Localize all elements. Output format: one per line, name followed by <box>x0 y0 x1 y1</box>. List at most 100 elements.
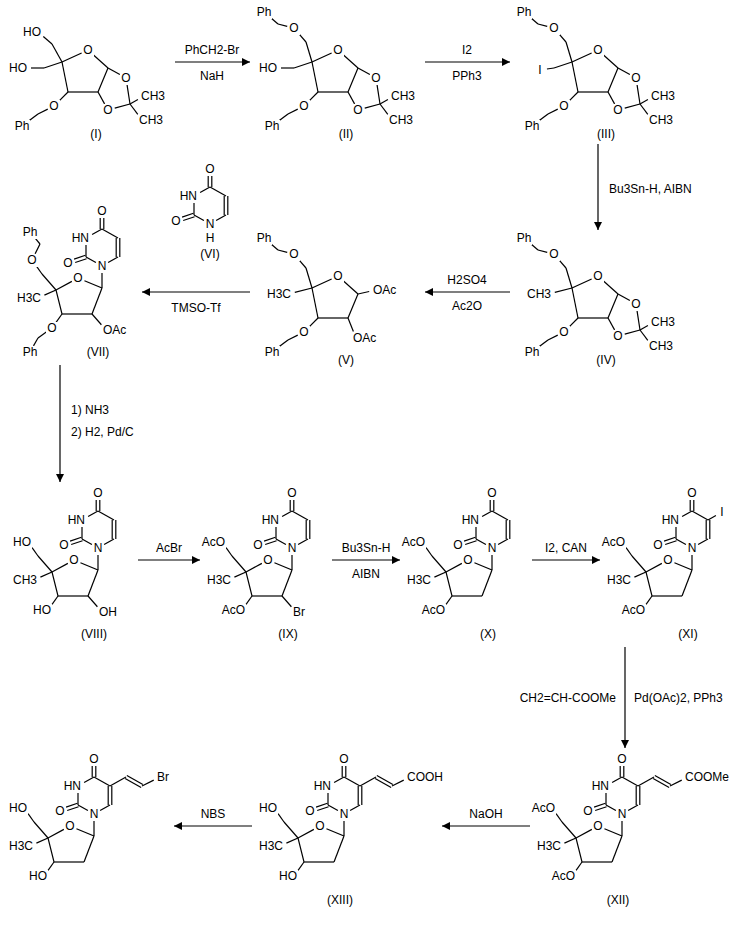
bond-line <box>706 520 707 539</box>
atom-label: CH3 <box>648 340 674 353</box>
bond-line <box>327 793 328 805</box>
bond-line <box>626 548 632 556</box>
bond-line <box>78 805 88 811</box>
bond-line <box>309 318 318 327</box>
bond-line <box>628 805 638 811</box>
bond-line <box>96 500 97 511</box>
compound-number: (III) <box>596 128 616 141</box>
bond-line <box>62 313 92 314</box>
atom-label: O <box>630 298 641 311</box>
bond-line <box>101 273 102 288</box>
bond-line <box>636 786 637 805</box>
bond-line <box>691 555 692 570</box>
compound-number: (XII) <box>606 894 631 907</box>
bond-line <box>282 596 291 607</box>
atom-label: OAc <box>102 324 127 337</box>
atom-label: O <box>612 330 623 343</box>
bond-line <box>446 563 462 572</box>
atom-label: O <box>204 163 215 176</box>
compound-number: (V) <box>337 354 355 367</box>
bond-line <box>608 68 618 92</box>
atom-label: H3C <box>266 288 292 301</box>
bond-line <box>682 570 692 596</box>
atom-label: O <box>338 753 349 766</box>
atom-label: CH3 <box>138 114 164 127</box>
atom-label: HO <box>8 62 28 75</box>
bond-line <box>559 259 566 268</box>
bond-line <box>498 539 508 545</box>
atom-label: O <box>58 539 69 552</box>
bond-line <box>582 861 612 862</box>
atom-label: HN <box>179 190 198 203</box>
reagent-label: I2 <box>461 44 473 57</box>
bond-line <box>464 537 475 541</box>
compound-structure: OHNIONAcOOH3CAcO(XI) <box>600 482 732 647</box>
bond-line <box>317 807 328 811</box>
bond-line <box>278 24 287 26</box>
atom-label: N <box>205 218 216 231</box>
bond-line <box>569 318 578 327</box>
atom-label: O <box>252 539 263 552</box>
atom-label: CH3 <box>12 574 38 587</box>
reaction-arrow <box>59 365 60 482</box>
bond-line <box>88 570 98 596</box>
bond-line <box>112 520 113 539</box>
bond-line <box>99 500 100 511</box>
reaction-arrow <box>138 559 200 560</box>
bond-line <box>348 68 358 92</box>
bond-line <box>95 766 96 777</box>
atom-label: O <box>26 254 37 267</box>
bond-line <box>538 250 547 252</box>
atom-label: HN <box>591 780 610 793</box>
bond-line <box>193 203 194 215</box>
bond-line <box>264 537 275 541</box>
atom-label: O <box>558 100 569 113</box>
bond-line <box>490 500 491 511</box>
bond-line <box>306 520 307 539</box>
bond-line <box>576 838 582 862</box>
atom-label: O <box>262 554 273 567</box>
bond-line <box>564 838 576 843</box>
bond-line <box>246 572 252 596</box>
atom-label: O <box>62 257 73 270</box>
bond-line <box>75 259 86 263</box>
atom-label: O <box>72 272 83 285</box>
bond-line <box>608 318 615 330</box>
reaction-arrow <box>142 291 250 292</box>
reagent-label: Pd(OAc)2, PPh3 <box>633 692 724 705</box>
atom-label: N <box>339 808 350 821</box>
bond-line <box>66 803 77 807</box>
bond-line <box>115 520 116 539</box>
bond-line <box>275 527 276 539</box>
atom-label: O <box>592 44 603 57</box>
bond-line <box>115 104 130 108</box>
bond-line <box>210 187 226 196</box>
atom-label: O <box>462 554 473 567</box>
compound-number: (IX) <box>277 628 298 641</box>
bond-line <box>127 775 143 784</box>
atom-label: AcO <box>221 604 246 617</box>
atom-label: O <box>558 326 569 339</box>
compound-structure: OHNCOOMeONAcOOH3CAcO(XII) <box>530 748 730 913</box>
atom-label: O <box>486 487 497 500</box>
bond-line <box>474 563 492 570</box>
atom-label: N <box>617 808 628 821</box>
atom-label: H3C <box>258 840 284 853</box>
atom-label: O <box>96 205 107 218</box>
reagent-label: AcBr <box>155 542 183 555</box>
bond-line <box>358 786 359 805</box>
bond-line <box>625 104 640 108</box>
bond-line <box>52 596 58 604</box>
bond-line <box>265 541 276 545</box>
bond-line <box>554 62 572 68</box>
bond-line <box>348 92 355 104</box>
atom-label: O <box>68 554 79 567</box>
bond-line <box>84 836 94 862</box>
bond-line <box>86 257 96 263</box>
atom-label: O <box>82 44 93 57</box>
bond-line <box>358 68 370 75</box>
bond-line <box>32 548 38 556</box>
bond-line <box>566 268 572 288</box>
bond-line <box>98 511 114 520</box>
bond-line <box>492 511 508 520</box>
